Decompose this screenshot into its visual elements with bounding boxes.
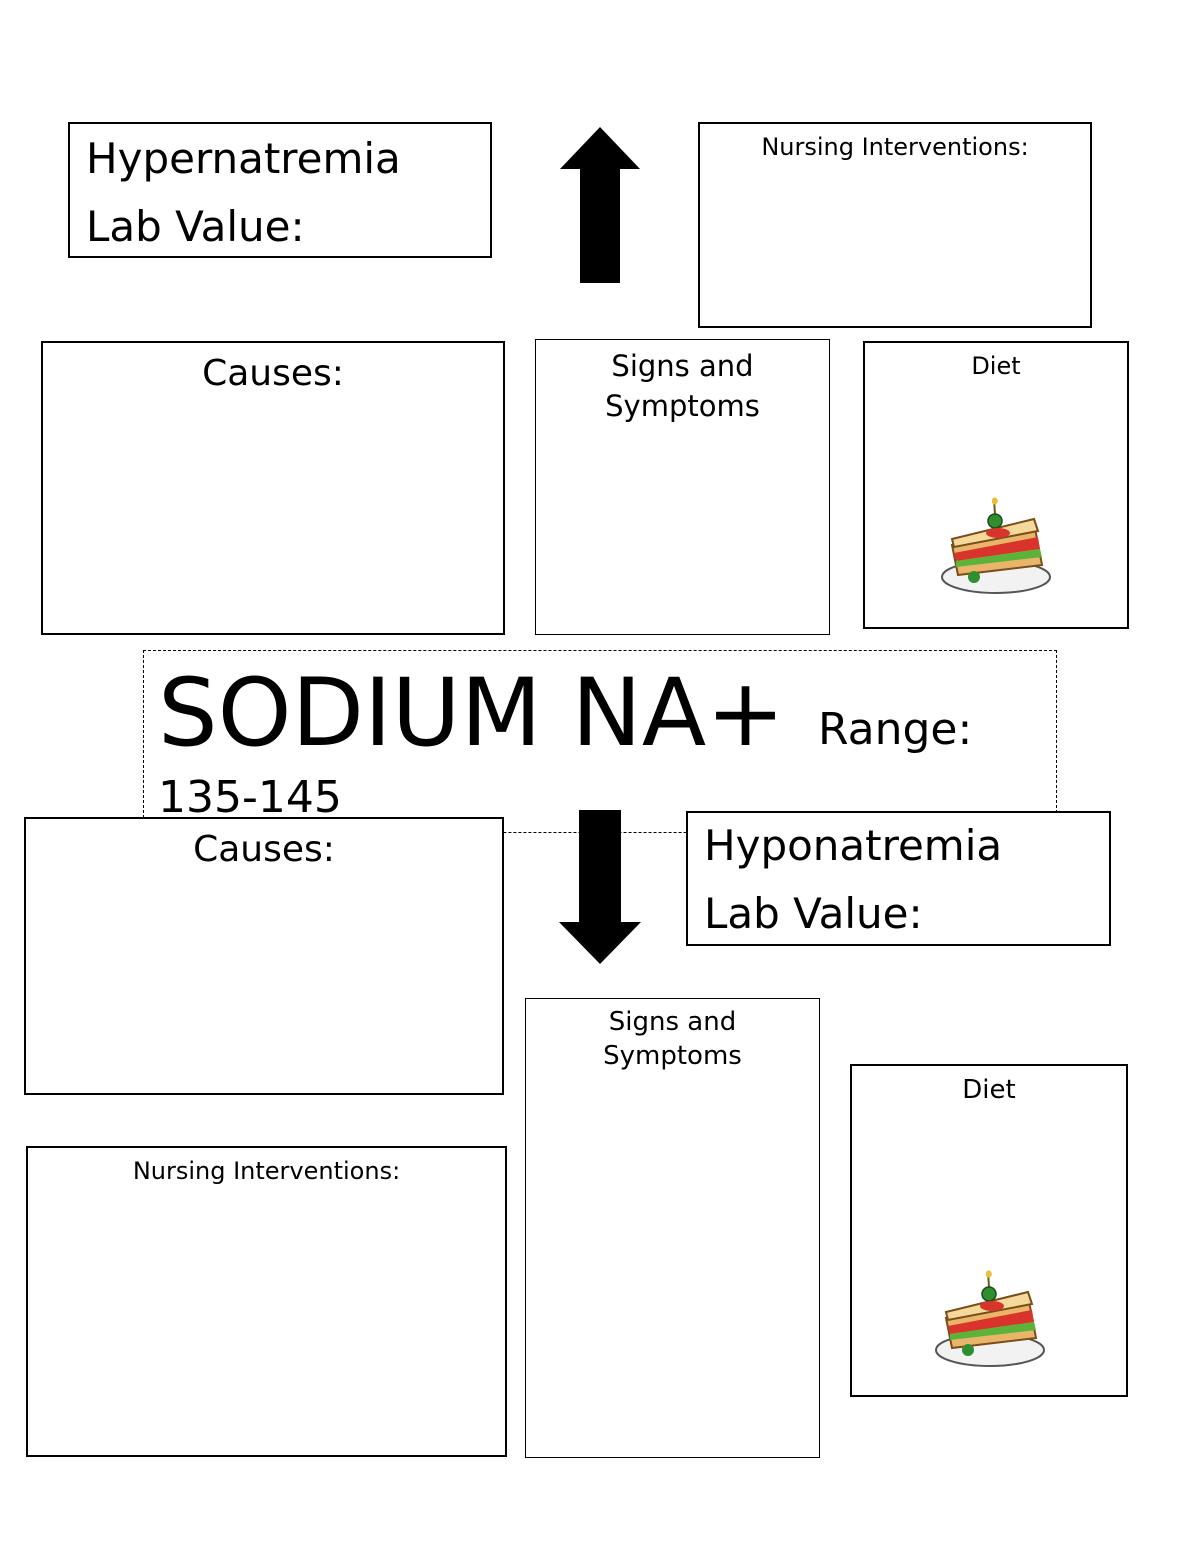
hyper-nursing-label: Nursing Interventions: xyxy=(761,133,1029,161)
hyper-diet-label: Diet xyxy=(971,352,1021,380)
hypernatremia-title: Hypernatremia xyxy=(86,134,401,183)
range-value: 135-145 xyxy=(158,772,342,823)
hyper-signs-line2: Symptoms xyxy=(605,389,760,423)
sandwich-icon xyxy=(941,497,1051,594)
hypo-signs-line2: Symptoms xyxy=(603,1041,742,1071)
hypo-diet-label: Diet xyxy=(962,1075,1016,1105)
hypo-nursing-box: Nursing Interventions: xyxy=(26,1146,507,1457)
hypo-causes-label: Causes: xyxy=(193,829,335,870)
hypo-nursing-label: Nursing Interventions: xyxy=(132,1157,401,1185)
hyponatremia-title: Hyponatremia xyxy=(704,821,1003,870)
sodium-title: SODIUM NA+ xyxy=(158,659,785,768)
hyper-causes-box: Causes: xyxy=(41,341,505,635)
hyper-causes-label: Causes: xyxy=(202,353,344,394)
hyper-nursing-box: Nursing Interventions: xyxy=(698,122,1092,328)
hypernatremia-lab-value: Lab Value: xyxy=(86,202,305,251)
hypo-signs-line1: Signs and xyxy=(608,1007,737,1037)
sodium-title-box: SODIUM NA+ Range: 135-145 xyxy=(143,650,1057,833)
hyponatremia-lab-value: Lab Value: xyxy=(704,889,923,938)
sandwich-icon xyxy=(935,1270,1045,1367)
range-label: Range: xyxy=(818,704,973,755)
hyper-signs-line1: Signs and xyxy=(611,349,754,383)
hypernatremia-box: Hypernatremia Lab Value: xyxy=(68,122,492,258)
hyper-signs-box: Signs and Symptoms xyxy=(535,339,830,635)
arrow-up-icon xyxy=(560,127,640,283)
arrow-down-icon xyxy=(559,810,641,964)
hyponatremia-box: Hyponatremia Lab Value: xyxy=(686,811,1111,946)
hypo-causes-box: Causes: xyxy=(24,817,504,1095)
hypo-signs-box: Signs and Symptoms xyxy=(525,998,820,1458)
